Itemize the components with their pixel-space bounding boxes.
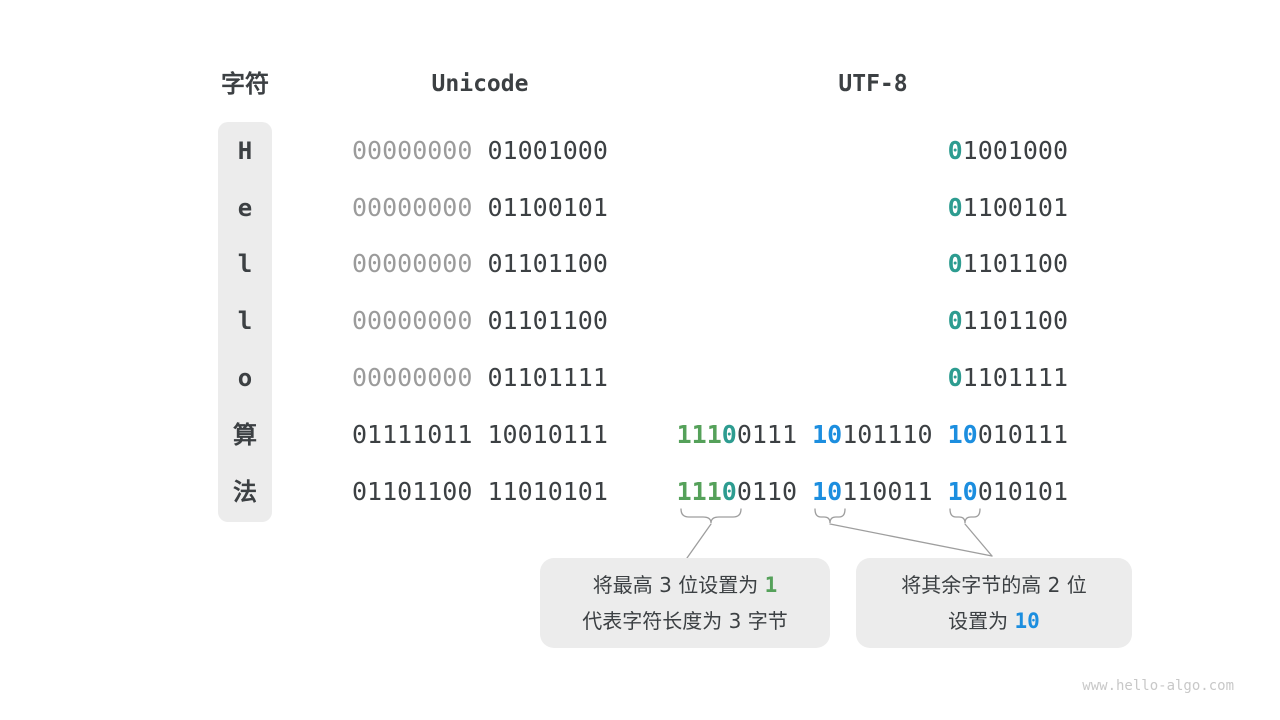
char-cell: 算 — [233, 421, 257, 449]
callout-line: 将最高 3 位设置为 1 — [592, 573, 778, 597]
char-cell: l — [237, 307, 253, 335]
char-cell: o — [237, 364, 253, 392]
unicode-high-byte: 00000000 — [352, 136, 473, 165]
char-cell: H — [237, 137, 253, 165]
char-cell: l — [237, 250, 253, 278]
unicode-low-byte: 01101111 — [487, 363, 608, 392]
utf8-cell: 01101100 — [947, 249, 1068, 278]
unicode-high-byte: 01111011 — [352, 420, 473, 449]
unicode-low-byte: 11010101 — [487, 477, 608, 506]
unicode-low-byte: 01101100 — [487, 249, 608, 278]
utf8-prefix-bit: 0 — [721, 420, 737, 449]
utf8-leading-bits: 111 — [676, 420, 722, 449]
utf8-cell: 01101111 — [947, 363, 1068, 392]
utf8-cell: 01001000 — [947, 136, 1068, 165]
unicode-cell: 00000000 01100101 — [352, 192, 608, 224]
connector-line-right — [964, 523, 993, 557]
connector-line-left — [686, 523, 712, 559]
unicode-high-byte: 00000000 — [352, 249, 473, 278]
utf8-prefix-bit: 0 — [947, 193, 963, 222]
utf8-prefix-bit: 0 — [947, 249, 963, 278]
utf8-continuation-bits: 10 — [812, 477, 843, 506]
utf8-prefix-bit: 0 — [947, 136, 963, 165]
unicode-cell: 01101100 11010101 — [352, 476, 608, 508]
callout-line: 将其余字节的高 2 位 — [901, 573, 1087, 597]
unicode-high-byte: 00000000 — [352, 193, 473, 222]
char-cell: e — [237, 194, 253, 222]
utf8-prefix-bit: 0 — [947, 306, 963, 335]
utf8-continuation-bits: 10 — [947, 477, 978, 506]
unicode-low-byte: 01001000 — [487, 136, 608, 165]
unicode-cell: 00000000 01101111 — [352, 362, 608, 394]
highlight-value-1: 1 — [764, 573, 778, 597]
callout-line: 设置为 10 — [948, 609, 1040, 633]
unicode-cell: 00000000 01101100 — [352, 305, 608, 337]
underbrace-continuation2-icon — [949, 508, 981, 524]
utf8-cell: 01100101 — [947, 193, 1068, 222]
unicode-cell: 01111011 10010111 — [352, 419, 608, 451]
column-header-char: 字符 — [221, 70, 269, 98]
utf8-continuation-bits: 10 — [812, 420, 843, 449]
unicode-cell: 00000000 01001000 — [352, 135, 608, 167]
utf8-cell: 01101100 — [947, 306, 1068, 335]
connector-line-mid — [829, 523, 993, 557]
watermark: www.hello-algo.com — [1082, 678, 1234, 694]
underbrace-continuation1-icon — [814, 508, 846, 524]
unicode-high-byte: 00000000 — [352, 306, 473, 335]
unicode-high-byte: 01101100 — [352, 477, 473, 506]
char-column-background — [218, 122, 272, 522]
unicode-low-byte: 10010111 — [487, 420, 608, 449]
callout-leading-bits: 将最高 3 位设置为 1 代表字符长度为 3 字节 — [540, 558, 830, 648]
column-header-utf8: UTF-8 — [838, 71, 908, 97]
unicode-cell: 00000000 01101100 — [352, 248, 608, 280]
highlight-value-10: 10 — [1014, 609, 1040, 633]
utf8-continuation-bits: 10 — [947, 420, 978, 449]
callout-continuation-bits: 将其余字节的高 2 位 设置为 10 — [856, 558, 1132, 648]
utf8-prefix-bit: 0 — [947, 363, 963, 392]
unicode-low-byte: 01101100 — [487, 306, 608, 335]
unicode-low-byte: 01100101 — [487, 193, 608, 222]
utf8-cell: 11100111 10101110 10010111 — [676, 420, 1068, 449]
column-header-unicode: Unicode — [431, 71, 529, 97]
char-cell: 法 — [233, 478, 257, 506]
utf8-prefix-bit: 0 — [721, 477, 737, 506]
utf8-leading-bits: 111 — [676, 477, 722, 506]
utf8-cell: 11100110 10110011 10010101 — [676, 477, 1068, 506]
callout-line: 代表字符长度为 3 字节 — [582, 609, 788, 633]
underbrace-leading-bits-icon — [680, 508, 742, 524]
unicode-high-byte: 00000000 — [352, 363, 473, 392]
